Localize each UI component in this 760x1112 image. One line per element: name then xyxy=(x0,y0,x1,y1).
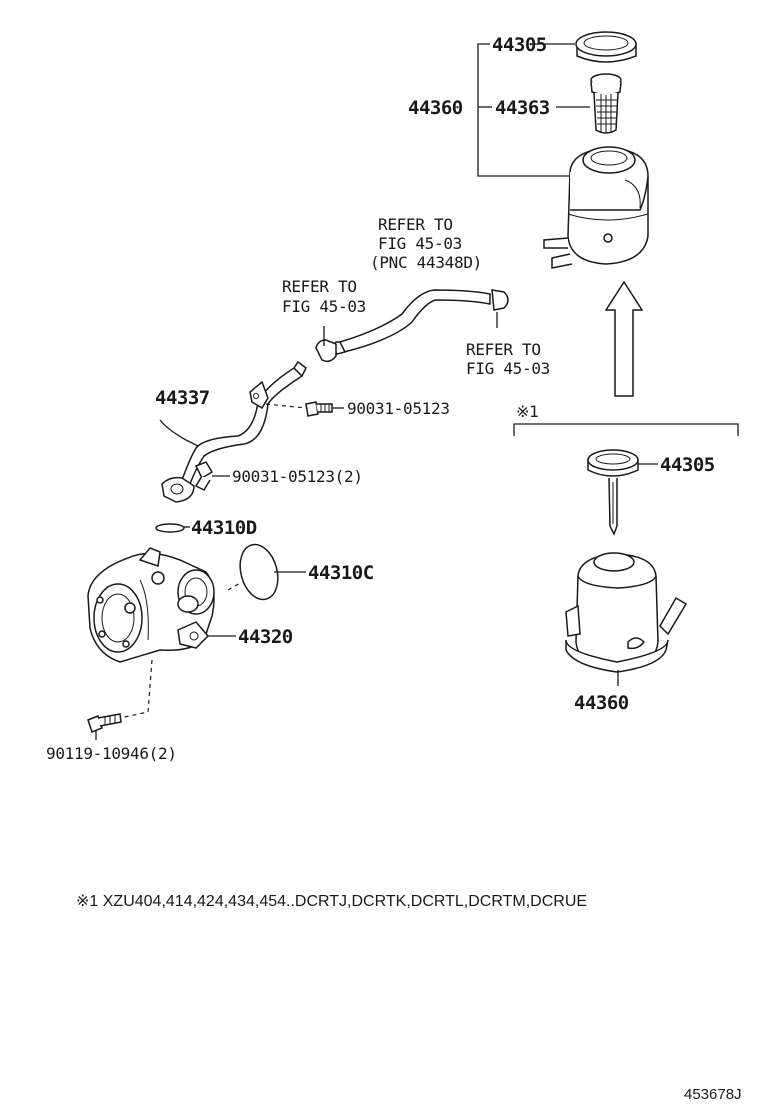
dashed-line-bolt-90031 xyxy=(265,403,307,409)
label-44360-top: 44360 xyxy=(408,97,463,119)
refer-left-line2: FIG 45-03 xyxy=(282,297,366,316)
power-steering-pump-44320[interactable] xyxy=(87,547,215,663)
reservoir-cap-44305-alt[interactable] xyxy=(587,449,639,536)
bolt-90119-10946[interactable] xyxy=(87,713,122,733)
label-44363: 44363 xyxy=(495,97,550,119)
label-44305-top: 44305 xyxy=(492,34,547,56)
dashed-line-gasket xyxy=(227,581,243,591)
refer-right-line1: REFER TO xyxy=(466,340,541,359)
reservoir-cap-44305[interactable] xyxy=(575,31,637,63)
o-ring-44310D[interactable] xyxy=(155,523,185,533)
note-bracket xyxy=(513,423,739,436)
gasket-44310C[interactable] xyxy=(234,540,283,603)
label-44305-alt: 44305 xyxy=(660,454,715,476)
leader-44337 xyxy=(159,419,199,447)
label-44310D: 44310D xyxy=(191,517,257,539)
label-44360-alt: 44360 xyxy=(574,692,629,714)
label-44320: 44320 xyxy=(238,626,293,648)
reservoir-assembly-top xyxy=(477,31,649,269)
label-90031-05123: 90031-05123 xyxy=(347,399,450,418)
hose-clamp-right[interactable] xyxy=(491,289,509,328)
label-90031-05123-2: 90031-05123(2) xyxy=(232,467,363,486)
pressure-pipe-44337[interactable] xyxy=(161,360,307,503)
diagram-code: 453678J xyxy=(684,1086,742,1103)
refer-left-line1: REFER TO xyxy=(282,277,357,296)
reservoir-tank-44360-alt[interactable] xyxy=(565,552,688,686)
label-44310C: 44310C xyxy=(308,562,374,584)
bolt-90031-05123-2[interactable] xyxy=(194,461,214,491)
refer-pnc-line2: FIG 45-03 xyxy=(378,234,462,253)
hose-clamp-left[interactable] xyxy=(315,339,337,363)
reservoir-tank-44360[interactable] xyxy=(543,146,649,269)
label-44337: 44337 xyxy=(155,387,210,409)
bracket-44360-top xyxy=(477,43,570,177)
label-90119-10946-2: 90119-10946(2) xyxy=(46,744,177,763)
refer-right-line2: FIG 45-03 xyxy=(466,359,550,378)
strainer-44363[interactable] xyxy=(590,73,622,134)
footnote: ※1 XZU404,414,424,434,454..DCRTJ,DCRTK,D… xyxy=(76,893,587,910)
note-mark: ※1 xyxy=(516,402,538,421)
upward-arrow xyxy=(604,280,644,397)
labels: 44305 44360 44363 REFER TO FIG 45-03 (PN… xyxy=(46,34,742,1103)
refer-pnc-line3: (PNC 44348D) xyxy=(370,253,482,272)
dashed-line-bolt-90119 xyxy=(119,659,153,719)
refer-pnc-line1: REFER TO xyxy=(378,215,453,234)
bolt-90031-05123[interactable] xyxy=(305,401,333,417)
